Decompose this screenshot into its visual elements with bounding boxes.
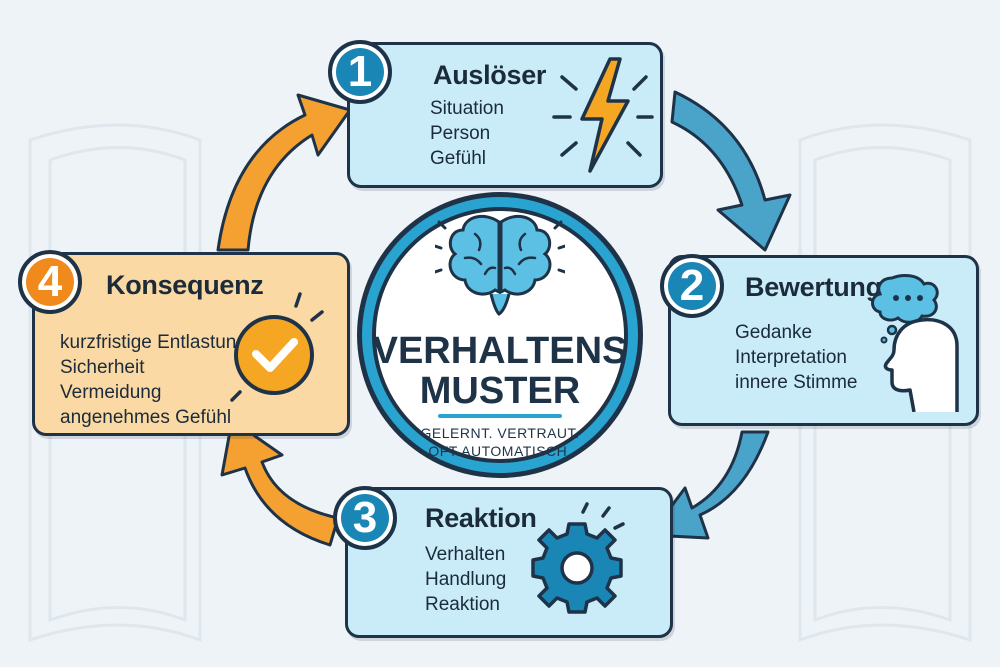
lightning-icon [552, 57, 654, 173]
thinking-head-icon [871, 274, 959, 412]
arrow-1-to-2 [670, 90, 792, 252]
step-2-badge: 2 [660, 254, 724, 318]
step-3-item: Reaktion [425, 594, 500, 615]
step-3-items: Verhalten Handlung Reaktion [425, 542, 506, 617]
arrow-4-to-1 [216, 93, 352, 252]
step-2-title: Bewertung [745, 272, 882, 302]
step-3-title: Reaktion [425, 503, 537, 533]
step-3-item: Handlung [425, 569, 507, 590]
step-1-title: Auslöser [433, 60, 547, 90]
center-title-line1: VERHALTENS [372, 330, 628, 372]
center-title-line2: MUSTER [419, 370, 581, 412]
checkmark-icon [230, 292, 324, 402]
step-1-item: Gefühl [430, 148, 486, 169]
step-4-badge: 4 [18, 250, 82, 314]
gear-icon [531, 502, 625, 614]
step-4-item: kurzfristige Entlastung [60, 332, 247, 353]
step-3-item: Verhalten [425, 544, 506, 565]
step-2-item: Interpretation [735, 347, 847, 368]
step-2-item: innere Stimme [735, 372, 858, 393]
step-2-items: Gedanke Interpretation innere Stimme [735, 320, 858, 395]
step-1-item: Situation [430, 98, 504, 119]
step-4-item: Vermeidung [60, 382, 162, 403]
step-4-item: angenehmes Gefühl [60, 407, 232, 428]
step-1-items: Situation Person Gefühl [430, 96, 504, 171]
step-2-item: Gedanke [735, 322, 813, 343]
center-subtitle-line1: GELERNT. VERTRAUT. [420, 425, 580, 441]
step-1-badge: 1 [328, 40, 392, 104]
brain-icon [435, 214, 565, 316]
step-4-items: kurzfristige Entlastung Sicherheit Verme… [60, 330, 247, 430]
step-4-item: Sicherheit [60, 357, 145, 378]
step-3-badge: 3 [333, 486, 397, 550]
step-4-title: Konsequenz [106, 270, 264, 300]
step-1-item: Person [430, 123, 491, 144]
center-subtitle-line2: OFT AUTOMATISCH. [428, 443, 572, 459]
